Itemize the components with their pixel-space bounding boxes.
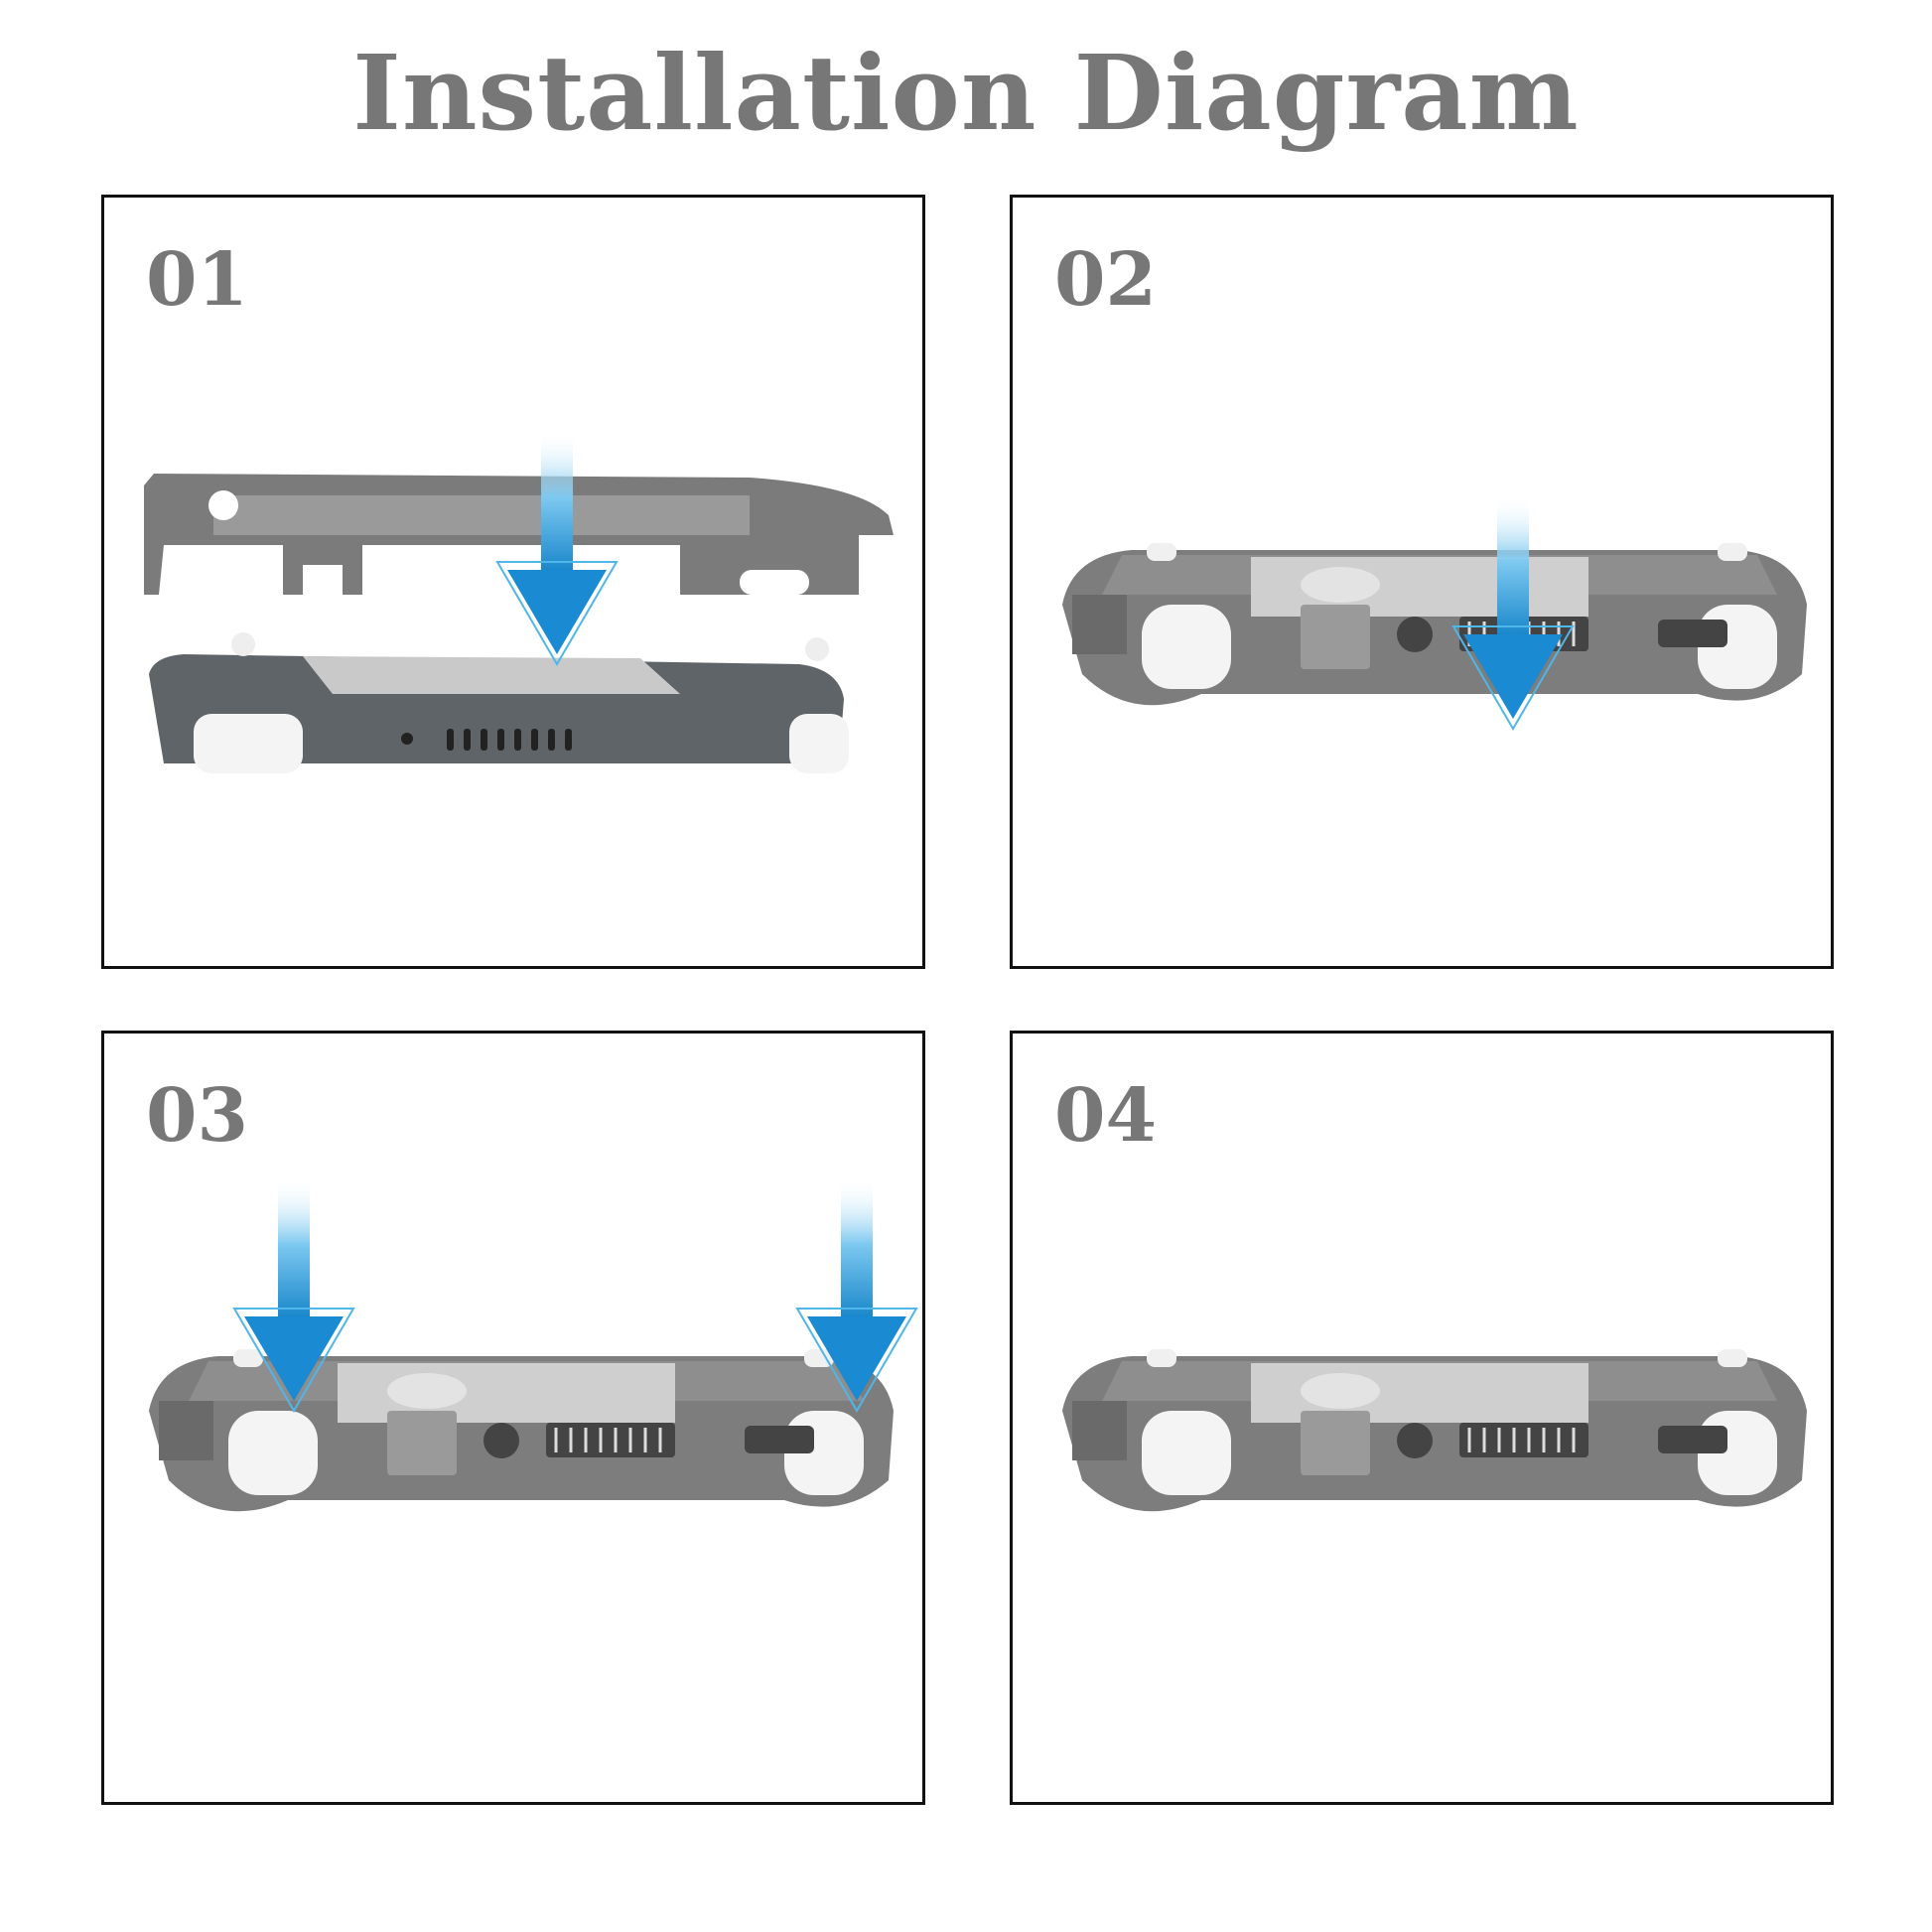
step-panel-2: 02 bbox=[1010, 195, 1834, 969]
step-panel-4: 04 bbox=[1010, 1031, 1834, 1805]
step-number: 02 bbox=[1054, 237, 1157, 323]
down-arrow-icon bbox=[496, 430, 618, 665]
cased-console bbox=[1060, 541, 1809, 707]
step-number: 03 bbox=[146, 1073, 248, 1159]
cased-console bbox=[1060, 1347, 1809, 1513]
case-attach-illustration bbox=[144, 430, 894, 773]
cased-console bbox=[147, 1347, 896, 1513]
case-top-shell bbox=[144, 474, 894, 595]
step-number: 01 bbox=[146, 237, 248, 323]
step-number: 04 bbox=[1054, 1073, 1157, 1159]
step-panel-3: 03 bbox=[101, 1031, 925, 1805]
step-panel-1: 01 bbox=[101, 195, 925, 969]
console-illustration bbox=[149, 632, 849, 773]
page-title: Installation Diagram bbox=[352, 32, 1580, 154]
